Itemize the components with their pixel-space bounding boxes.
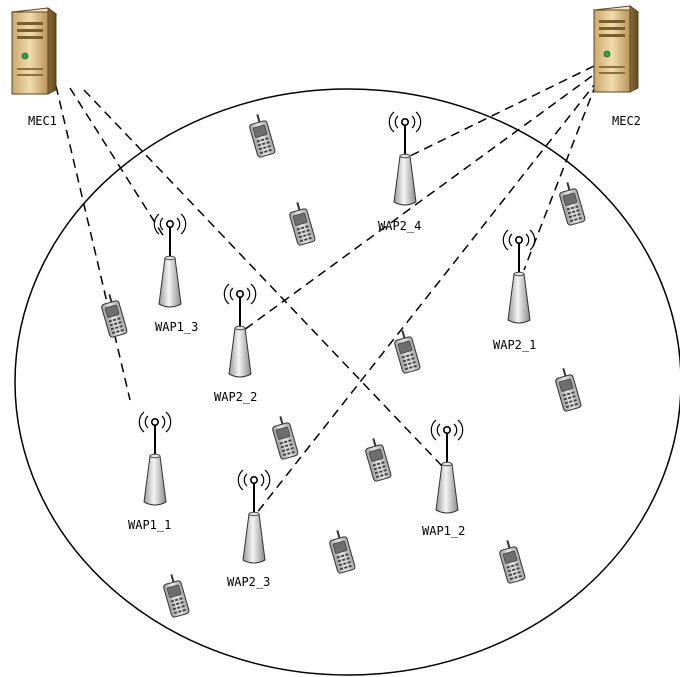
wap-label-2-2: WAP2_2 [214,390,257,404]
server-label-mec1: MEC1 [28,114,57,128]
coverage-area [14,88,680,676]
link-mec1-wap1_1 [55,85,131,401]
antenna-icon [502,229,536,324]
wap-label-2-3: WAP2_3 [227,575,270,589]
mobile-phone-icon[interactable] [390,327,422,375]
server-mec1[interactable] [11,7,57,95]
antenna-icon [223,283,257,378]
mobile-phone-icon[interactable] [551,365,583,413]
link-mec2-wap2_1 [523,83,597,271]
mobile-phone-icon[interactable] [97,291,129,339]
links-layer [55,65,599,515]
mobile-phone-icon[interactable] [325,527,357,575]
antenna-icon [237,469,271,564]
mobile-phone-icon[interactable] [361,435,393,483]
wap2-2[interactable] [223,283,257,378]
antenna-icon [430,419,464,514]
wap-label-2-4: WAP2_4 [378,219,421,233]
mobile-phone-icon[interactable] [555,179,587,227]
server-label-mec2: MEC2 [612,114,641,128]
server-icon [11,7,57,95]
wap-label-2-1: WAP2_1 [493,338,536,352]
wap2-1[interactable] [502,229,536,324]
antenna-icon [138,411,172,506]
server-icon [593,5,639,93]
mobile-phone-icon[interactable] [495,537,527,585]
link-mec2-wap2_2 [243,75,593,331]
antenna-icon [388,111,422,206]
wap-label-1-3: WAP1_3 [155,320,198,334]
link-mec2-wap2_3 [255,79,599,515]
wap2-3[interactable] [237,469,271,564]
wap1-1[interactable] [138,411,172,506]
wap-label-1-1: WAP1_1 [128,518,171,532]
link-mec1-wap1_3 [69,87,167,241]
link-mec1-wap1_2 [83,89,443,467]
server-mec2[interactable] [593,5,639,93]
wap-label-1-2: WAP1_2 [422,524,465,538]
link-mec2-wap2_4 [409,65,595,157]
wap1-2[interactable] [430,419,464,514]
mobile-phone-icon[interactable] [268,413,300,461]
mobile-phone-icon[interactable] [159,571,191,619]
mobile-phone-icon[interactable] [285,199,317,247]
mobile-phone-icon[interactable] [245,111,277,159]
wap2-4[interactable] [388,111,422,206]
